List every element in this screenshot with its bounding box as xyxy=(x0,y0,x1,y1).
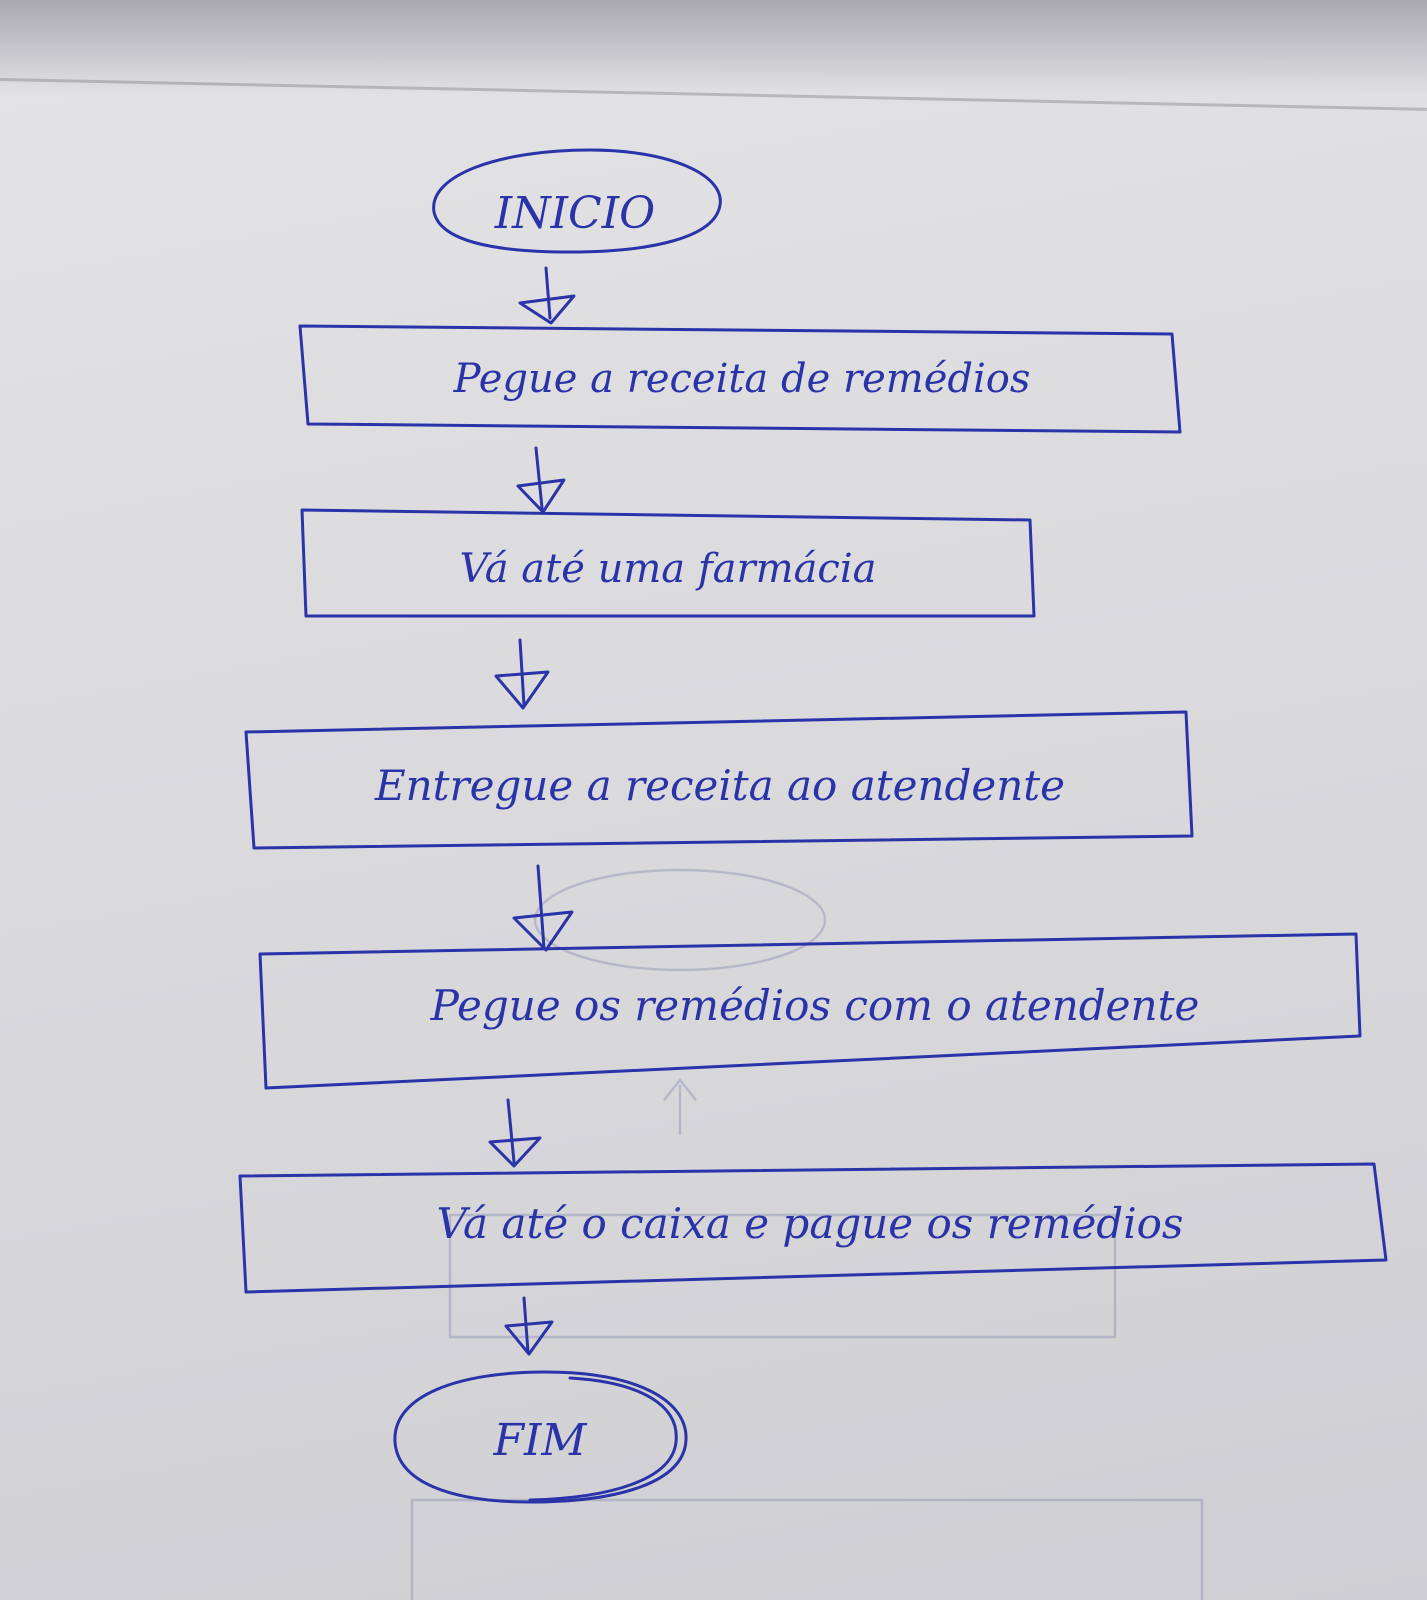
step-2-label: Vá até uma farmácia xyxy=(460,546,877,592)
bleed-through-box-2 xyxy=(410,1498,1204,1600)
process-step-3: Entregue a receita ao atendente xyxy=(244,710,1194,850)
step-5-label: Vá até o caixa e pague os remédios xyxy=(437,1199,1184,1248)
step-1-label: Pegue a receita de remédios xyxy=(453,356,1031,402)
step-2-box xyxy=(300,508,1036,618)
arrow-shaft xyxy=(534,446,544,510)
process-step-1: Pegue a receita de remédios xyxy=(298,324,1182,434)
process-step-4: Pegue os remédios com o atendente xyxy=(258,932,1362,1090)
process-step-2: Vá até uma farmácia xyxy=(300,508,1036,618)
arrow-step-3-to-step-4 xyxy=(512,864,574,952)
bleed-through-oval xyxy=(533,868,827,972)
step-3-label: Entregue a receita ao atendente xyxy=(374,761,1065,810)
end-oval xyxy=(393,1370,688,1504)
step-1-box xyxy=(298,324,1182,434)
start-terminal: INICIO xyxy=(432,148,722,254)
page-top-shadow xyxy=(0,0,1427,95)
step-3-box xyxy=(244,710,1194,850)
arrow-start-to-step-1 xyxy=(518,266,576,325)
arrow-head xyxy=(504,1320,554,1356)
arrow-shaft xyxy=(506,1098,516,1164)
arrow-head xyxy=(494,670,550,710)
arrow-step-1-to-step-2 xyxy=(516,446,566,514)
arrow-shaft xyxy=(536,864,546,950)
bleed-through-marks xyxy=(410,868,1204,1600)
step-5-box xyxy=(238,1162,1388,1294)
arrow-head xyxy=(516,478,566,514)
step-4-box xyxy=(258,932,1362,1090)
step-4-label: Pegue os remédios com o atendente xyxy=(430,981,1200,1030)
arrow-head xyxy=(488,1136,542,1168)
process-step-5: Vá até o caixa e pague os remédios xyxy=(238,1162,1388,1294)
end-oval-overstroke xyxy=(528,1376,678,1502)
arrow-head xyxy=(512,910,574,952)
arrow-step-2-to-step-3 xyxy=(494,638,550,710)
bleed-through-box-1 xyxy=(448,1213,1117,1339)
start-label: INICIO xyxy=(494,188,655,239)
arrow-shaft xyxy=(544,266,552,320)
end-terminal: FIM xyxy=(393,1370,688,1504)
bleed-through-arrow xyxy=(663,1077,697,1135)
arrow-step-5-to-end xyxy=(504,1296,554,1356)
arrow-step-4-to-step-5 xyxy=(488,1098,542,1168)
start-oval xyxy=(432,148,722,254)
end-label: FIM xyxy=(493,1415,588,1466)
arrow-head xyxy=(518,294,576,325)
